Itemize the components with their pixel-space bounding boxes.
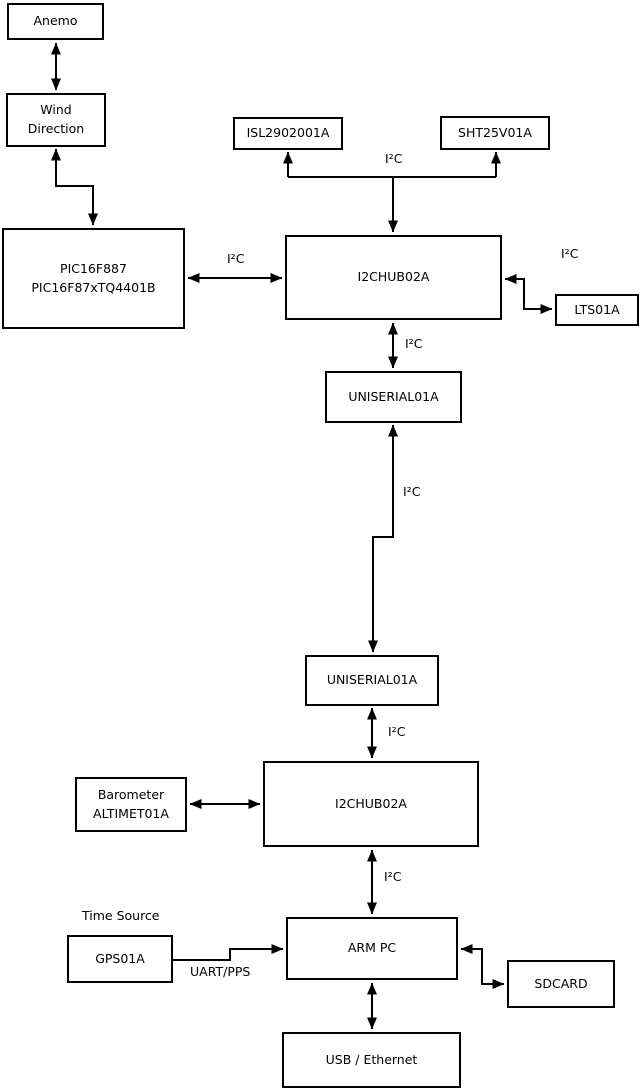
node-gps01a: GPS01A [67,935,173,983]
node-arm-pc: ARM PC [286,917,458,980]
node-uniserial01a-2: UNISERIAL01A [305,655,439,706]
edge-label-i2c-top-bus: I²C [385,151,403,166]
node-wind-direction: Wind Direction [6,93,106,147]
connector-wind-pic [51,148,98,226]
edge-label-i2c-hub2-arm: I²C [384,869,402,884]
edge-label-i2c-pic-hub1: I²C [227,251,245,266]
node-isl2902001a: ISL2902001A [233,117,343,150]
connector-hub1-lts [504,274,553,314]
node-sdcard: SDCARD [507,960,615,1008]
node-i2chub02a-2: I2CHUB02A [263,761,479,847]
edge-label-uart-pps: UART/PPS [190,964,251,979]
edge-label-i2c-hub1-lts: I²C [561,246,579,261]
node-i2chub02a-1: I2CHUB02A [285,235,502,320]
edge-label-i2c-uniserial-hub2: I²C [388,724,406,739]
connector-uniserial1-uniserial2 [368,424,398,653]
connector-gps-armpc [173,944,284,961]
node-anemo: Anemo [7,3,104,40]
node-uniserial01a-1: UNISERIAL01A [325,371,462,423]
node-usb-ethernet: USB / Ethernet [282,1032,461,1088]
node-sht25v01a: SHT25V01A [440,116,550,150]
node-barometer-altimet01a: Barometer ALTIMET01A [75,777,187,832]
node-pic16f887: PIC16F887 PIC16F87xTQ4401B [2,228,185,329]
edge-label-i2c-uniserial-link: I²C [403,484,421,499]
edge-label-i2c-hub1-uniserial: I²C [405,336,423,351]
connector-armpc-sdcard [460,944,505,989]
annotation-time-source: Time Source [82,908,160,923]
node-lts01a: LTS01A [555,294,639,326]
